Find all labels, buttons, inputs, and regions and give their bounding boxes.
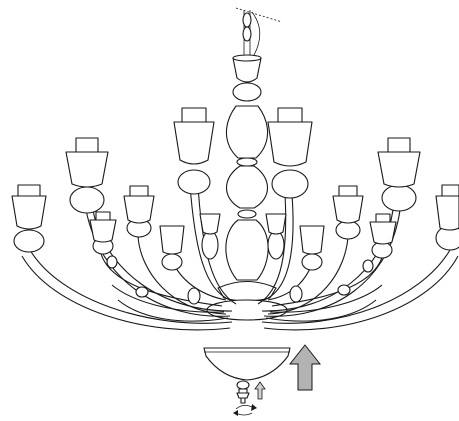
outer-arm-right (261, 137, 421, 317)
inner-arm-left (89, 211, 223, 307)
upper-arm-right (257, 107, 313, 305)
bottom-canopy (203, 347, 291, 381)
top-cup (232, 54, 262, 83)
small-up-arrow-icon (254, 381, 266, 400)
upper-arm-left (173, 107, 237, 305)
outer-arm-far-right (261, 184, 459, 331)
inner-cup-left (106, 213, 227, 305)
up-arrow-icon (288, 344, 322, 391)
finial (236, 380, 250, 404)
outer-arm-left (65, 137, 233, 317)
outer-arm-far-left (11, 184, 233, 331)
central-column (206, 82, 288, 321)
inner-cup-right (265, 213, 374, 303)
rotate-arrow-icon (233, 404, 257, 416)
lower-sweep-arms (111, 284, 383, 322)
chain-and-ceiling (235, 7, 283, 56)
